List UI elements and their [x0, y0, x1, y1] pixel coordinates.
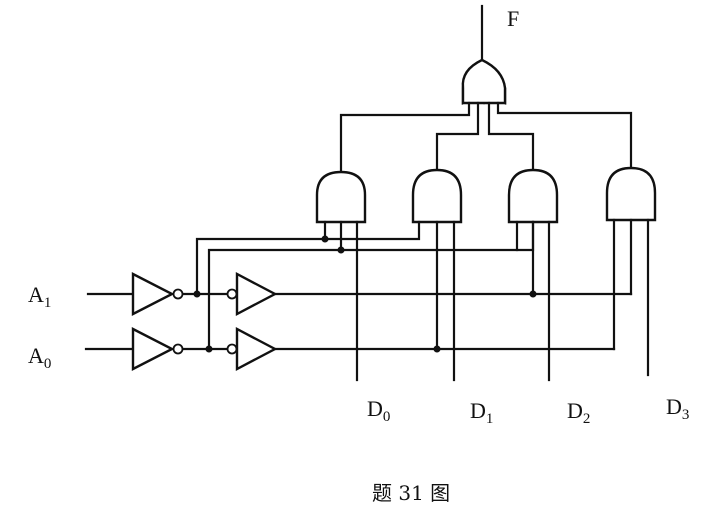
- input-label-a0: A0: [28, 343, 51, 372]
- junction: [433, 345, 441, 353]
- and-gate-0: [315, 170, 367, 224]
- input-label-a1: A1: [28, 282, 51, 311]
- inverter-a1-bubble: [172, 288, 184, 300]
- inverter-a0-bubble: [172, 343, 184, 355]
- and-gate-1: [411, 168, 463, 224]
- junction-a0-not: [205, 345, 213, 353]
- junction: [321, 235, 329, 243]
- junction-a1-not: [193, 290, 201, 298]
- and-gate-2: [507, 168, 559, 224]
- and-gate-3: [605, 166, 657, 222]
- data-label-d3: D3: [666, 394, 689, 423]
- buffer-a0-bubble: [226, 343, 238, 355]
- junction: [529, 290, 537, 298]
- or-input-wire-3: [496, 101, 633, 174]
- or-input-wire-0: [339, 101, 471, 174]
- inverter-a0: [131, 327, 175, 371]
- buffer-a1: [235, 272, 278, 316]
- or-input-wire-2: [487, 101, 535, 174]
- data-label-d1: D1: [470, 398, 493, 427]
- or-gate-body: [461, 58, 507, 105]
- inverter-a1: [131, 272, 175, 316]
- buffer-a0: [235, 327, 278, 371]
- data-label-d0: D0: [367, 396, 390, 425]
- junction: [337, 246, 345, 254]
- output-label-f: F: [507, 6, 519, 31]
- figure-caption: 题 31 图: [372, 481, 450, 505]
- data-label-d2: D2: [567, 398, 590, 427]
- buffer-a1-bubble: [226, 288, 238, 300]
- or-input-wire-1: [435, 101, 480, 174]
- a1-not-bus: [195, 220, 421, 296]
